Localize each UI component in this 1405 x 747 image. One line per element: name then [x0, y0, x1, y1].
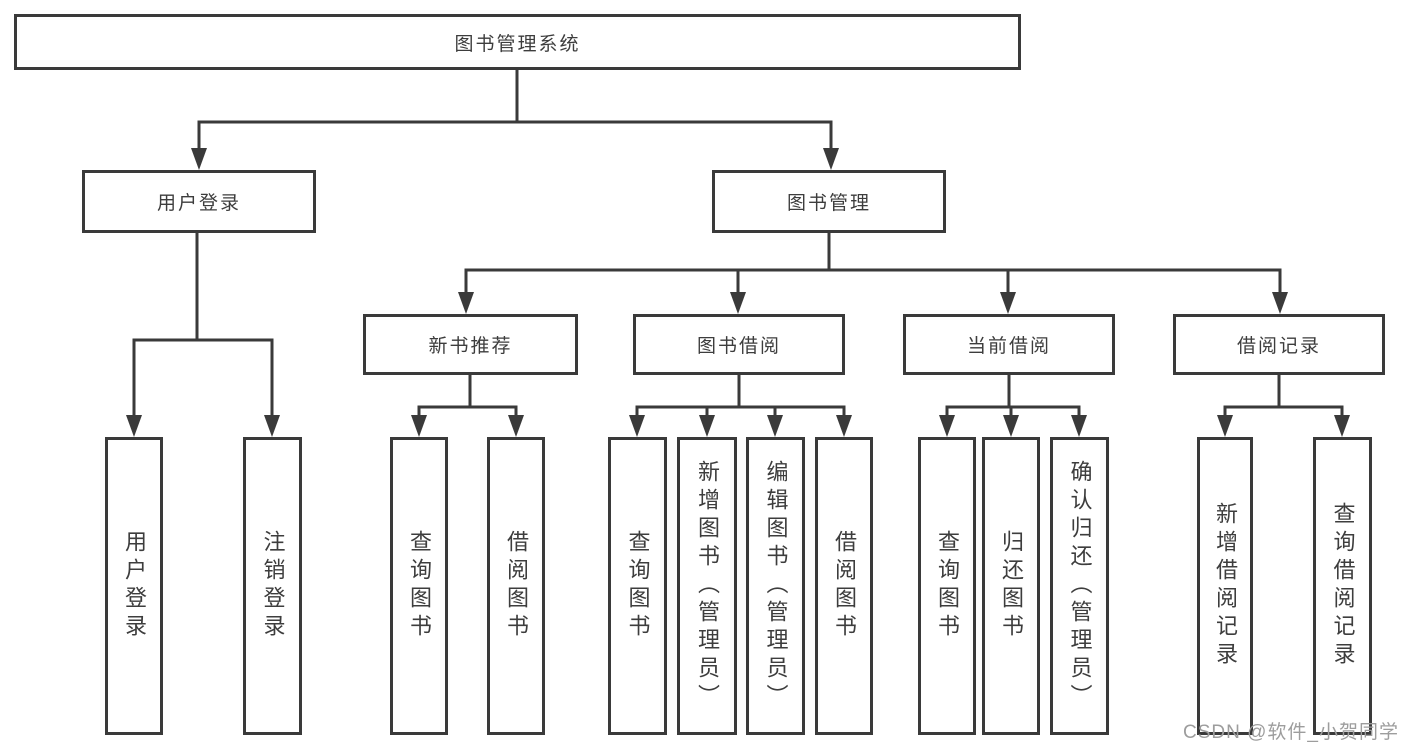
leaf-borrow-books-recommend: 借阅图书 — [487, 437, 545, 735]
leaf-label: 编辑图书（管理员） — [763, 460, 789, 712]
leaf-label: 注销登录 — [260, 530, 286, 642]
leaf-label: 归还图书 — [999, 530, 1024, 642]
leaf-label: 新增借阅记录 — [1213, 502, 1238, 670]
node-label: 新书推荐 — [428, 336, 513, 357]
leaf-borrow-books: 借阅图书 — [815, 437, 873, 735]
node-book-management-module: 图书管理 — [712, 170, 946, 233]
leaf-query-borrow-record: 查询借阅记录 — [1313, 437, 1372, 735]
node-new-book-recommend: 新书推荐 — [363, 314, 578, 375]
node-label: 用户登录 — [156, 193, 241, 214]
arrowheads — [126, 148, 1350, 437]
leaf-label: 新增图书（管理员） — [695, 460, 720, 712]
leaf-label: 确认归还（管理员） — [1067, 460, 1093, 712]
leaf-query-books-current: 查询图书 — [918, 437, 976, 735]
leaf-label: 借阅图书 — [504, 530, 529, 642]
node-borrowing-records: 借阅记录 — [1173, 314, 1385, 375]
node-label: 借阅记录 — [1236, 336, 1321, 357]
leaf-label: 用户登录 — [122, 530, 147, 642]
leaf-label: 查询图书 — [935, 530, 960, 642]
node-label: 当前借阅 — [966, 336, 1051, 357]
leaf-label: 借阅图书 — [832, 530, 857, 642]
leaf-query-books-borrow: 查询图书 — [608, 437, 667, 735]
leaf-label: 查询图书 — [625, 530, 651, 642]
leaf-logout: 注销登录 — [243, 437, 302, 735]
leaf-query-books-recommend: 查询图书 — [390, 437, 448, 735]
node-label: 图书管理系统 — [454, 33, 581, 55]
node-current-borrowing: 当前借阅 — [903, 314, 1115, 375]
leaf-label: 查询借阅记录 — [1330, 502, 1356, 670]
node-library-management-system: 图书管理系统 — [14, 14, 1021, 70]
node-label: 图书管理 — [786, 193, 871, 214]
connector-paths — [132, 70, 1344, 418]
node-label: 图书借阅 — [696, 336, 781, 357]
node-book-borrowing: 图书借阅 — [633, 314, 845, 375]
leaf-return-book: 归还图书 — [982, 437, 1040, 735]
leaf-add-borrow-record: 新增借阅记录 — [1197, 437, 1253, 735]
leaf-add-book-admin: 新增图书（管理员） — [677, 437, 737, 735]
node-user-login-module: 用户登录 — [82, 170, 316, 233]
leaf-confirm-return-admin: 确认归还（管理员） — [1050, 437, 1109, 735]
leaf-edit-book-admin: 编辑图书（管理员） — [746, 437, 805, 735]
leaf-label: 查询图书 — [407, 530, 432, 642]
leaf-user-login: 用户登录 — [105, 437, 163, 735]
